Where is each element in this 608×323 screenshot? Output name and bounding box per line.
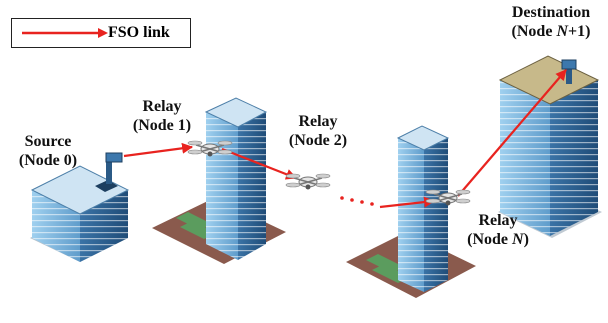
link-0-1: [123, 142, 194, 158]
relay2-label-line2: (Node 2): [288, 132, 348, 149]
relay1-label-line1: Relay: [142, 98, 182, 115]
relay2-label-line1: Relay: [298, 113, 338, 130]
relayN-label-line1: Relay: [478, 212, 518, 229]
ellipsis-dots: [340, 196, 374, 206]
relayN-label-line2: (Node N): [452, 230, 544, 249]
destination-label-line1: Destination: [511, 4, 591, 21]
legend-label: FSO link: [108, 24, 170, 41]
link-1-2: [221, 147, 298, 180]
relayN-label-suffix: ): [523, 231, 529, 248]
destination-label-suffix: +1): [568, 23, 591, 40]
source-building: [30, 152, 130, 262]
destination-label-var: N: [556, 23, 568, 40]
destination-label: Destination (Node N+1): [498, 3, 604, 41]
fso-links: [123, 69, 567, 209]
source-label: Source (Node 0): [6, 132, 90, 170]
relayN-label: Relay (Node N): [452, 211, 544, 249]
relay1-building: [152, 97, 286, 264]
relayN-building: [346, 125, 476, 298]
source-label-line1: Source: [24, 133, 72, 150]
link-N-dest: [457, 69, 567, 197]
relayN-label-var: N: [512, 231, 524, 248]
source-label-line2: (Node 0): [18, 152, 78, 169]
legend-arrow-icon: [22, 28, 108, 38]
drone-icon: [425, 189, 471, 206]
relay1-label: Relay (Node 1): [120, 97, 204, 135]
relay2-label: Relay (Node 2): [276, 112, 360, 150]
destination-label-line2: (Node N+1): [498, 22, 604, 41]
drone-icon: [187, 140, 233, 157]
link-dots-N: [379, 196, 436, 209]
legend: FSO link: [11, 18, 191, 48]
destination-label-prefix: (Node: [511, 23, 557, 40]
relayN-label-prefix: (Node: [467, 231, 512, 248]
destination-building: [498, 55, 602, 238]
drone-icon: [285, 173, 331, 190]
relay1-label-line2: (Node 1): [132, 117, 192, 134]
